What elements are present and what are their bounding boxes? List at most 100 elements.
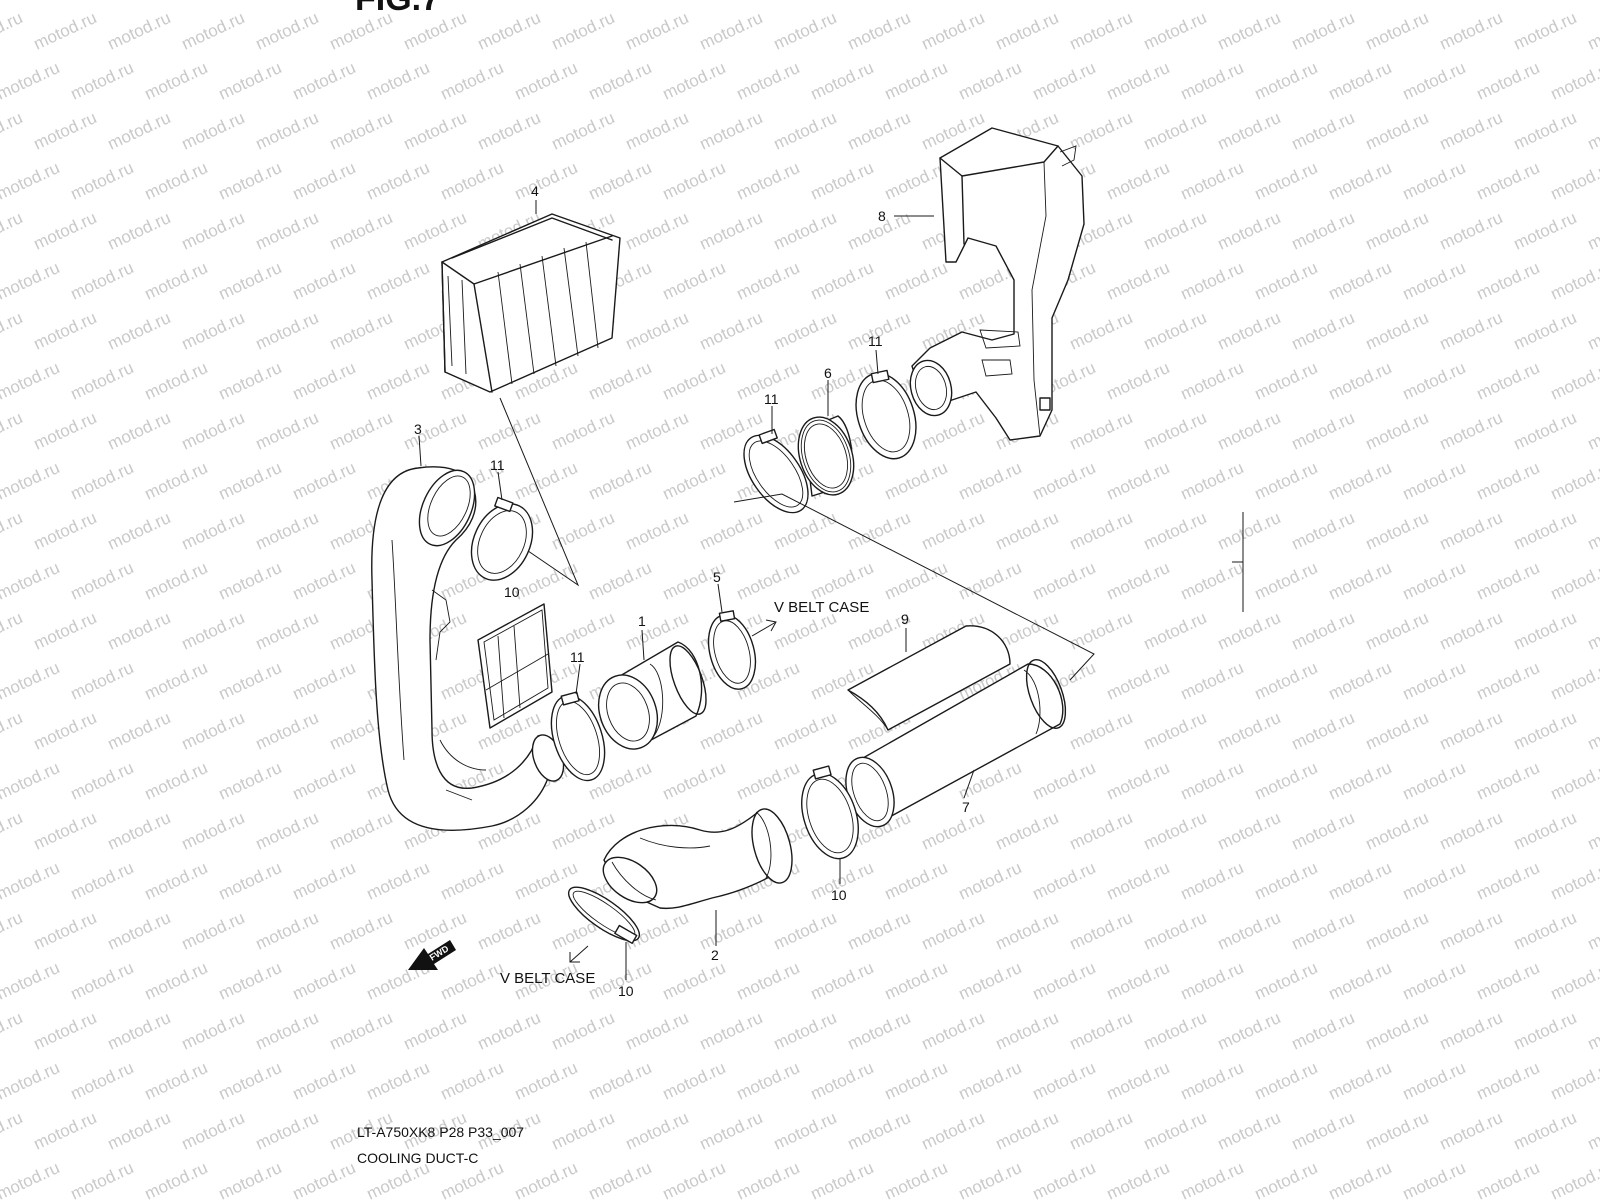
watermark-text: motod.ru [1511, 1108, 1580, 1154]
watermark-text: motod.ru [142, 858, 211, 904]
footer-code: LT-A750XK8 P28 P33_007 [357, 1124, 524, 1140]
watermark-text: motod.ru [401, 408, 470, 454]
watermark-text: motod.ru [1400, 158, 1469, 204]
watermark-text: motod.ru [290, 258, 359, 304]
watermark-text: motod.ru [1030, 458, 1099, 504]
watermark-text: motod.ru [179, 8, 248, 54]
watermark-text: motod.ru [105, 608, 174, 654]
watermark-text: motod.ru [956, 958, 1025, 1004]
watermark-text: motod.ru [882, 1058, 951, 1104]
watermark-text: motod.ru [1326, 558, 1395, 604]
watermark-text: motod.ru [1289, 708, 1358, 754]
watermark-text: motod.ru [1474, 58, 1543, 104]
callout-11-a: 11 [490, 457, 505, 473]
watermark-text: motod.ru [1548, 258, 1600, 304]
watermark-text: motod.ru [1363, 908, 1432, 954]
callout-10-a: 10 [504, 584, 520, 600]
watermark-text: motod.ru [1252, 858, 1321, 904]
watermark-text: motod.ru [512, 0, 581, 4]
watermark-text: motod.ru [993, 508, 1062, 554]
watermark-text: motod.ru [1474, 358, 1543, 404]
part-11-clamp-upper-right [855, 369, 917, 460]
watermark-text: motod.ru [253, 1108, 322, 1154]
watermark-text: motod.ru [734, 258, 803, 304]
watermark-text: motod.ru [623, 508, 692, 554]
watermark-text: motod.ru [68, 558, 137, 604]
watermark-text: motod.ru [1437, 408, 1506, 454]
watermark-text: motod.ru [882, 1158, 951, 1200]
watermark-text: motod.ru [1585, 1108, 1600, 1154]
callout-3: 3 [414, 421, 422, 437]
watermark-text: motod.ru [290, 458, 359, 504]
watermark-text: motod.ru [327, 308, 396, 354]
watermark-text: motod.ru [1363, 1008, 1432, 1054]
watermark-text: motod.ru [734, 1058, 803, 1104]
watermark-text: motod.ru [142, 758, 211, 804]
watermark-text: motod.ru [68, 458, 137, 504]
watermark-text: motod.ru [0, 258, 62, 304]
callout-10-c: 10 [618, 983, 634, 999]
watermark-text: motod.ru [1104, 758, 1173, 804]
watermark-text: motod.ru [0, 458, 62, 504]
watermark-text: motod.ru [290, 658, 359, 704]
watermark-text: motod.ru [1400, 658, 1469, 704]
watermark-text: motod.ru [586, 358, 655, 404]
watermark-text: motod.ru [1215, 508, 1284, 554]
watermark-text: motod.ru [956, 458, 1025, 504]
part-11-clamp-mid [550, 691, 606, 782]
watermark-text: motod.ru [179, 608, 248, 654]
watermark-text: motod.ru [1289, 108, 1358, 154]
watermark-text: motod.ru [697, 1008, 766, 1054]
watermark-text: motod.ru [1437, 508, 1506, 554]
part-11-clamp-far-left [743, 428, 809, 514]
watermark-text: motod.ru [438, 0, 507, 4]
watermark-text: motod.ru [475, 908, 544, 954]
watermark-text: motod.ru [364, 1058, 433, 1104]
watermark-text: motod.ru [216, 758, 285, 804]
watermark-text: motod.ru [68, 1158, 137, 1200]
watermark-text: motod.ru [1326, 458, 1395, 504]
watermark-text: motod.ru [105, 308, 174, 354]
watermark-text: motod.ru [68, 358, 137, 404]
watermark-text: motod.ru [771, 108, 840, 154]
watermark-text: motod.ru [1289, 508, 1358, 554]
watermark-text: motod.ru [0, 1158, 62, 1200]
watermark-text: motod.ru [845, 508, 914, 554]
part-2-elbow [602, 808, 793, 910]
watermark-text: motod.ru [1400, 858, 1469, 904]
watermark-text: motod.ru [179, 208, 248, 254]
watermark-text: motod.ru [1289, 1108, 1358, 1154]
watermark-text: motod.ru [1104, 858, 1173, 904]
part-10-plate [477, 603, 553, 729]
watermark-text: motod.ru [1585, 608, 1600, 654]
watermark-text: motod.ru [956, 0, 1025, 4]
watermark-text: motod.ru [0, 908, 25, 954]
watermark-text: motod.ru [1511, 308, 1580, 354]
watermark-text: motod.ru [512, 1058, 581, 1104]
watermark-text: motod.ru [0, 408, 25, 454]
watermark-text: motod.ru [1437, 8, 1506, 54]
v-belt-case-label-lower: V BELT CASE [500, 970, 595, 987]
part-1-sleeve [597, 641, 707, 750]
watermark-text: motod.ru [1511, 908, 1580, 954]
watermark-text: motod.ru [179, 108, 248, 154]
watermark-text: motod.ru [142, 258, 211, 304]
watermark-text: motod.ru [1252, 758, 1321, 804]
watermark-text: motod.ru [1474, 258, 1543, 304]
watermark-text: motod.ru [1141, 508, 1210, 554]
watermark-text: motod.ru [179, 908, 248, 954]
callout-9: 9 [901, 611, 909, 627]
watermark-text: motod.ru [31, 108, 100, 154]
watermark-text: motod.ru [623, 8, 692, 54]
part-11-clamp-upper-left [470, 496, 534, 581]
watermark-text: motod.ru [512, 158, 581, 204]
watermark-text: motod.ru [216, 258, 285, 304]
watermark-text: motod.ru [882, 0, 951, 4]
watermark-text: motod.ru [1437, 308, 1506, 354]
watermark-text: motod.ru [68, 258, 137, 304]
part-10-clamp-right [801, 765, 859, 860]
watermark-text: motod.ru [1178, 558, 1247, 604]
watermark-text: motod.ru [1326, 58, 1395, 104]
watermark-text: motod.ru [919, 508, 988, 554]
watermark-text: motod.ru [31, 508, 100, 554]
